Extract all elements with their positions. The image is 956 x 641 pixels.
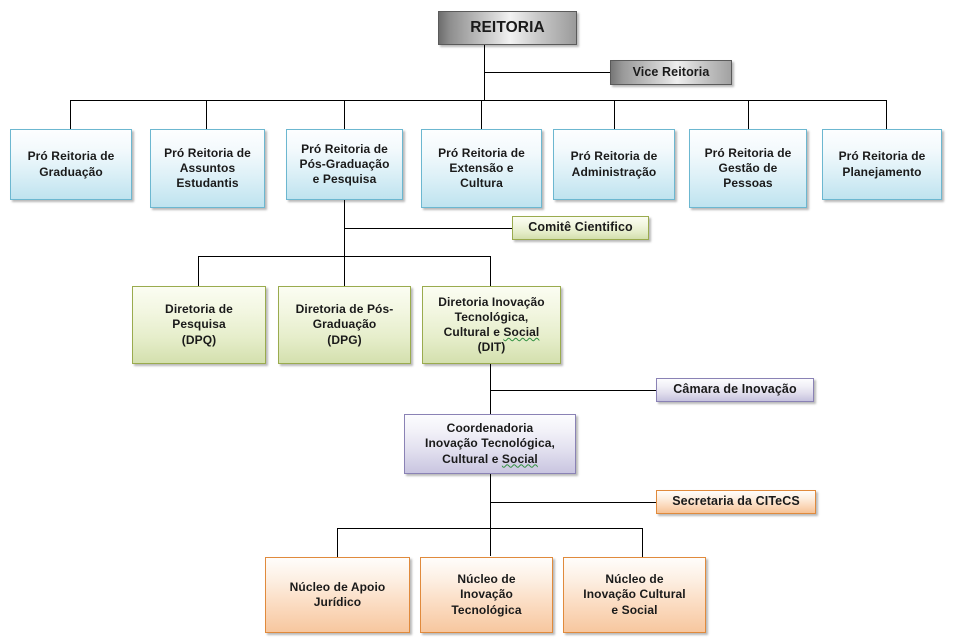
node-secretaria-citecs[interactable]: Secretaria da CITeCS	[656, 490, 816, 514]
connector-proreitoria-bus	[70, 100, 886, 101]
node-comite-cientifico[interactable]: Comitê Cientifico	[512, 216, 649, 240]
connector-root-down	[484, 45, 485, 101]
node-vice-reitoria[interactable]: Vice Reitoria	[610, 60, 732, 85]
coord-line-2: Inovação Tecnológica,	[425, 436, 555, 451]
node-coordenadoria-inovacao-label: Coordenadoria Inovação Tecnológica, Cult…	[405, 421, 575, 466]
dit-line-3: Cultural e Social	[443, 325, 540, 339]
dit-line-4: (DIT)	[477, 340, 506, 355]
dit-misspelled-word: Social	[503, 325, 540, 339]
connector-to-camara	[490, 390, 656, 391]
node-diretoria-pos-graduacao[interactable]: Diretoria de Pós-Graduação(DPG)	[278, 286, 411, 364]
node-camara-inovacao[interactable]: Câmara de Inovação	[656, 378, 814, 402]
connector-drop-nucleo-3	[642, 528, 643, 557]
node-diretoria-pos-graduacao-label: Diretoria de Pós-Graduação(DPG)	[295, 302, 394, 347]
node-reitoria[interactable]: REITORIA	[438, 11, 577, 45]
connector-drop-pro-5	[614, 100, 615, 129]
connector-drop-dir-1	[198, 256, 199, 286]
node-reitoria-label: REITORIA	[470, 19, 545, 37]
node-coordenadoria-inovacao[interactable]: Coordenadoria Inovação Tecnológica, Cult…	[404, 414, 576, 474]
node-vice-reitoria-label: Vice Reitoria	[632, 64, 710, 79]
connector-drop-pro-1	[70, 100, 71, 129]
node-secretaria-citecs-label: Secretaria da CITeCS	[672, 494, 800, 509]
coord-misspelled-word: Social	[501, 451, 538, 466]
connector-diretorias-bus	[198, 256, 490, 257]
connector-to-comite	[344, 228, 512, 229]
dit-line-1: Diretoria Inovação	[438, 294, 545, 309]
connector-nucleos-bus	[337, 528, 642, 529]
connector-dit-down	[490, 364, 491, 414]
connector-drop-pro-7	[886, 100, 887, 129]
coord-line-1: Coordenadoria	[446, 421, 534, 436]
node-diretoria-inovacao-tecnologica-label: Diretoria Inovação Tecnológica, Cultural…	[423, 295, 560, 355]
node-comite-cientifico-label: Comitê Cientifico	[528, 220, 633, 235]
connector-drop-pro-3	[344, 100, 345, 129]
connector-drop-nucleo-1	[337, 528, 338, 557]
connector-drop-dir-3	[490, 256, 491, 286]
node-diretoria-inovacao-tecnologica[interactable]: Diretoria Inovação Tecnológica, Cultural…	[422, 286, 561, 364]
node-camara-inovacao-label: Câmara de Inovação	[673, 382, 797, 397]
connector-to-secretaria	[490, 502, 656, 503]
connector-root-to-vice	[484, 72, 610, 73]
connector-drop-pro-4	[481, 100, 482, 129]
connector-coordenadoria-down	[490, 474, 491, 556]
connector-drop-pro-6	[748, 100, 749, 129]
coord-line-3: Cultural e Social	[442, 451, 538, 466]
connector-posgrad-down	[344, 200, 345, 286]
dit-line-2: Tecnológica,	[454, 309, 529, 324]
connector-drop-pro-2	[206, 100, 207, 129]
